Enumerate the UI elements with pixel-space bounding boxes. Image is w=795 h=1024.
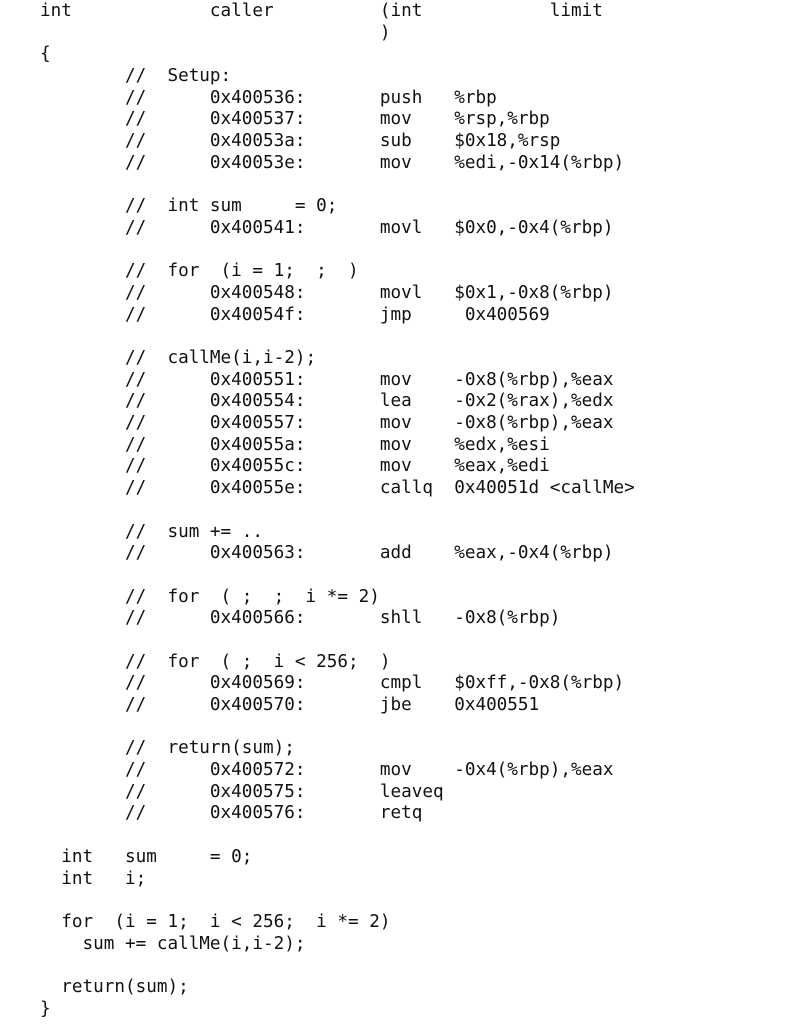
asm-line: // 0x400566: shll -0x8(%rbp) — [40, 608, 561, 629]
asm-line: // 0x400551: mov -0x8(%rbp),%eax — [40, 369, 614, 390]
blank-line — [40, 825, 635, 847]
signature-close-paren: ) — [40, 22, 391, 43]
blank-line — [40, 240, 635, 262]
open-brace: { — [40, 44, 51, 65]
comment-for-init: // for (i = 1; ; ) — [40, 261, 359, 282]
asm-line: // 0x400575: leaveq — [40, 781, 444, 802]
comment-return: // return(sum); — [40, 738, 295, 759]
asm-line: // 0x400537: mov %rsp,%rbp — [40, 109, 550, 130]
blank-line — [40, 955, 635, 977]
comment-sum-add: // sum += .. — [40, 521, 264, 542]
asm-line: // 0x40054f: jmp 0x400569 — [40, 304, 550, 325]
comment-callme: // callMe(i,i-2); — [40, 348, 317, 368]
asm-line: // 0x400570: jbe 0x400551 — [40, 695, 540, 715]
asm-line: // 0x40055c: mov %eax,%edi — [40, 456, 550, 477]
c-decl-i: int i; — [40, 868, 147, 889]
asm-line: // 0x400541: movl $0x0,-0x4(%rbp) — [40, 217, 614, 238]
asm-line: // 0x400554: lea -0x2(%rax),%edx — [40, 391, 614, 412]
comment-for-step: // for ( ; ; i *= 2) — [40, 586, 380, 607]
asm-line: // 0x400563: add %eax,-0x4(%rbp) — [40, 543, 614, 564]
asm-line: // 0x400536: push %rbp — [40, 87, 497, 108]
blank-line — [40, 565, 635, 587]
c-return: return(sum); — [40, 976, 189, 997]
c-decl-sum: int sum = 0; — [40, 846, 253, 867]
blank-line — [40, 175, 635, 197]
asm-line: // 0x400572: mov -0x4(%rbp),%eax — [40, 760, 614, 781]
c-loop-body: sum += callMe(i,i-2); — [40, 933, 306, 954]
asm-line: // 0x40055e: callq 0x40051d <callMe> — [40, 478, 635, 499]
comment-sum-init: // int sum = 0; — [40, 196, 338, 217]
blank-line — [40, 890, 635, 912]
blank-line — [40, 630, 635, 652]
asm-line: // 0x400557: mov -0x8(%rbp),%eax — [40, 413, 614, 434]
asm-line: // 0x40055a: mov %edx,%esi — [40, 434, 550, 455]
c-for-loop: for (i = 1; i < 256; i *= 2) — [40, 911, 391, 932]
blank-line — [40, 326, 635, 348]
asm-line: // 0x40053a: sub $0x18,%rsp — [40, 131, 561, 152]
function-signature: int caller (int limit — [40, 1, 603, 21]
comment-for-cond: // for ( ; i < 256; ) — [40, 651, 391, 672]
close-brace: } — [40, 998, 51, 1019]
blank-line — [40, 500, 635, 522]
asm-line: // 0x40053e: mov %edi,-0x14(%rbp) — [40, 152, 625, 173]
asm-line: // 0x400548: movl $0x1,-0x8(%rbp) — [40, 282, 614, 303]
blank-line — [40, 717, 635, 739]
comment-setup: // Setup: — [40, 66, 232, 87]
code-listing: int caller (int limit ){ // Setup: // 0x… — [40, 1, 635, 1020]
asm-line: // 0x400569: cmpl $0xff,-0x8(%rbp) — [40, 673, 625, 694]
asm-line: // 0x400576: retq — [40, 803, 423, 824]
